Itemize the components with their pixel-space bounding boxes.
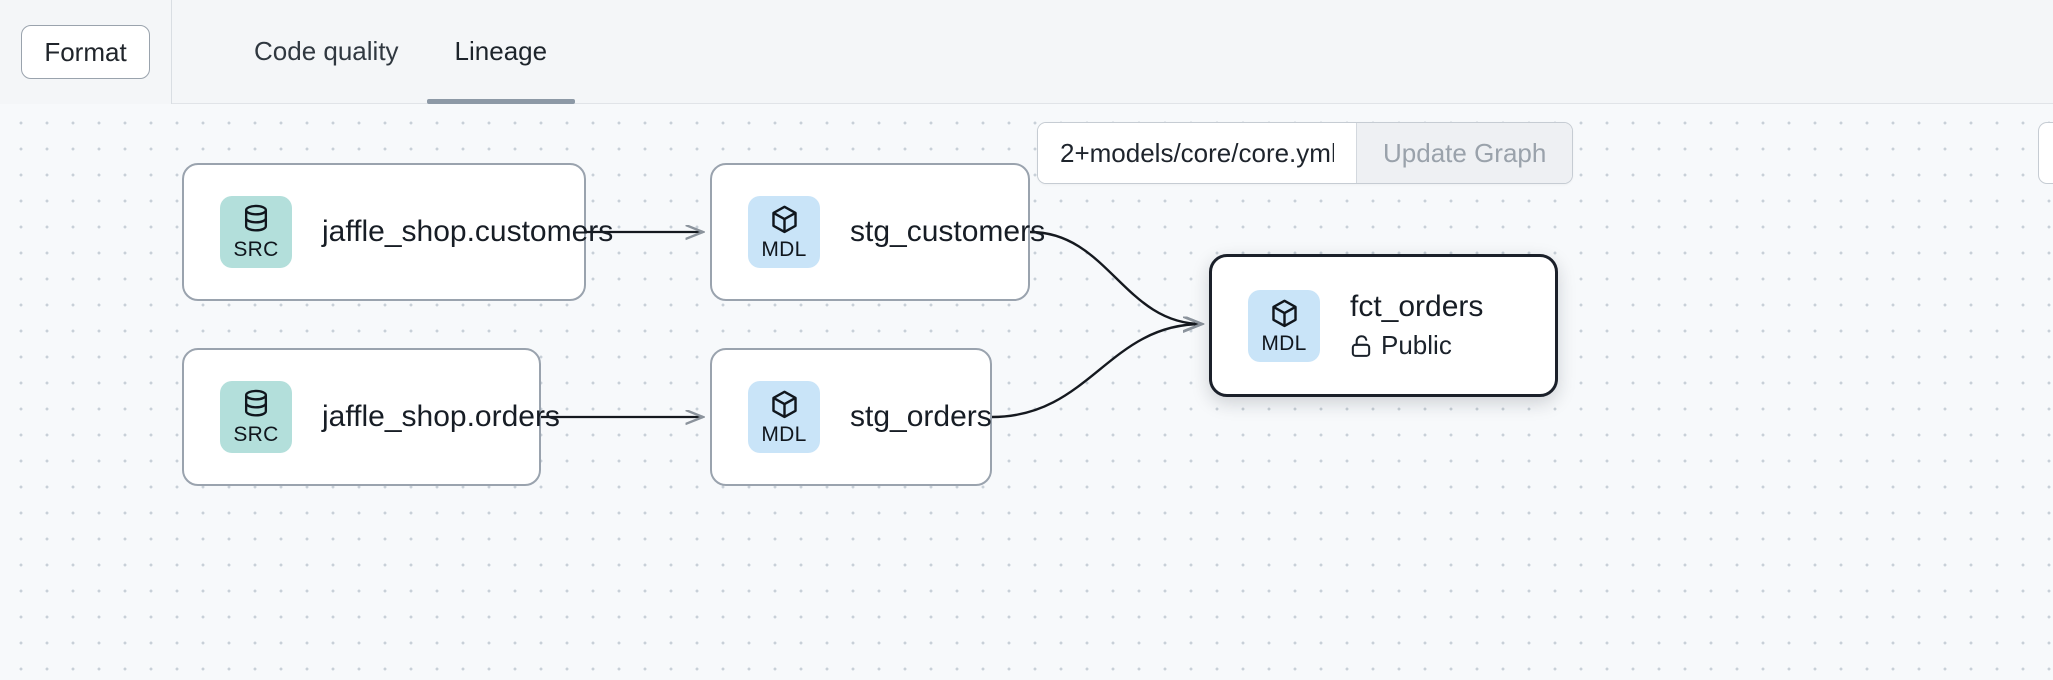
lineage-node-stg-orders[interactable]: MDL stg_orders — [710, 348, 992, 486]
cube-icon — [1271, 299, 1297, 327]
lineage-node-jaffle-shop-customers[interactable]: SRC jaffle_shop.customers — [182, 163, 613, 301]
node-badge-mdl: MDL — [1248, 289, 1320, 362]
node-badge-src: SRC — [220, 381, 292, 453]
tab-code-quality[interactable]: Code quality — [254, 36, 399, 66]
tab-lineage[interactable]: Lineage — [426, 0, 576, 104]
cube-icon — [771, 390, 797, 419]
graph-selector-group: Update Graph — [1037, 122, 1574, 184]
node-badge-mdl: MDL — [748, 196, 820, 268]
database-icon — [244, 204, 268, 232]
node-access-badge: Public — [1350, 330, 1483, 361]
database-icon — [244, 389, 268, 417]
node-title: stg_orders — [850, 399, 992, 433]
cube-icon — [771, 205, 797, 234]
graph-side-control[interactable] — [2038, 122, 2053, 184]
lineage-canvas[interactable]: SRC jaffle_shop.customers SRC jaffle_sho… — [0, 104, 2053, 680]
node-title: fct_orders — [1350, 289, 1484, 323]
node-badge-label: MDL — [761, 423, 807, 446]
edge-stg-customers-to-fct-orders — [1029, 230, 1202, 324]
node-title: jaffle_shop.customers — [322, 214, 614, 248]
editor-toolbar: Format Code quality Lineage — [0, 0, 2053, 104]
node-body: fct_orders Public — [1350, 290, 1483, 362]
node-badge-mdl: MDL — [748, 381, 820, 453]
node-title: jaffle_shop.orders — [322, 399, 560, 433]
node-badge-label: SRC — [233, 238, 279, 261]
node-badge-label: MDL — [761, 238, 807, 261]
node-badge-src: SRC — [220, 196, 292, 268]
unlock-icon — [1351, 335, 1371, 357]
node-body: jaffle_shop.orders — [322, 400, 560, 435]
edge-stg-orders-to-fct-orders — [991, 324, 1202, 419]
graph-selector-input[interactable] — [1038, 123, 1356, 183]
node-badge-label: SRC — [233, 423, 279, 446]
lineage-node-fct-orders[interactable]: MDL fct_orders Public — [1209, 254, 1558, 397]
tab-bar: Code quality Lineage — [172, 0, 575, 104]
lineage-node-stg-customers[interactable]: MDL stg_customers — [710, 163, 1045, 301]
node-body: stg_customers — [850, 215, 1045, 250]
node-body: jaffle_shop.customers — [322, 215, 613, 250]
node-access-label: Public — [1381, 330, 1452, 361]
node-title: stg_customers — [850, 214, 1046, 248]
node-body: stg_orders — [850, 400, 992, 435]
update-graph-button[interactable]: Update Graph — [1356, 123, 1573, 183]
format-button[interactable]: Format — [21, 24, 150, 79]
node-badge-label: MDL — [1261, 331, 1307, 355]
toolbar-left-group: Format — [0, 0, 172, 104]
lineage-node-jaffle-shop-orders[interactable]: SRC jaffle_shop.orders — [182, 348, 560, 486]
